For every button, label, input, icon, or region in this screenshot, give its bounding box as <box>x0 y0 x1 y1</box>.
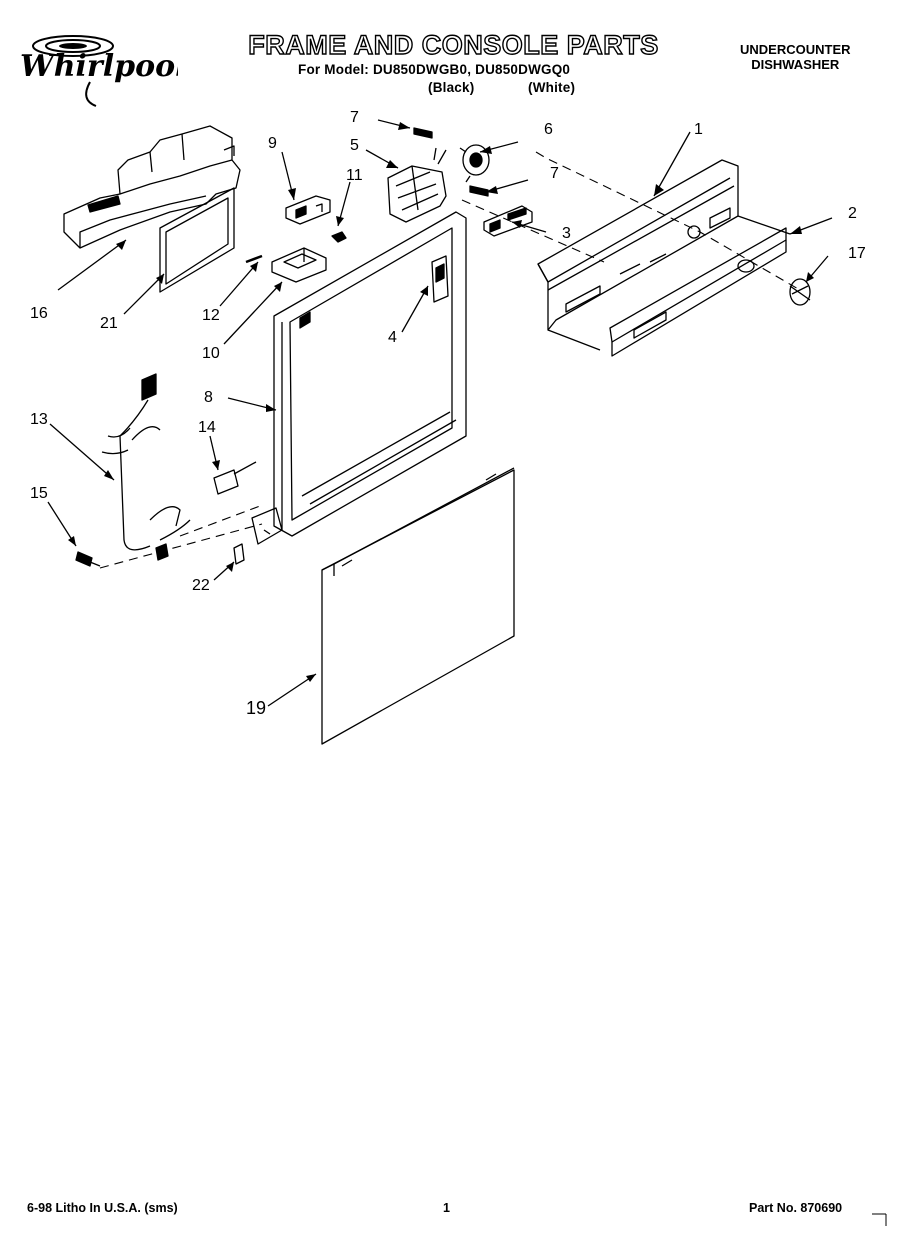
part-19-door-panel <box>321 467 515 745</box>
callout-22: 22 <box>192 577 210 594</box>
part-5-timer <box>387 147 447 223</box>
corner-mark <box>872 1213 887 1226</box>
callout-9: 9 <box>268 135 277 152</box>
part-number: Part No. 870690 <box>749 1201 843 1215</box>
part-9-bracket <box>285 195 331 225</box>
part-15-screw <box>75 551 101 567</box>
callout-7-top: 7 <box>350 109 359 126</box>
part-13-wire-harness <box>101 373 191 561</box>
part-21-panel <box>159 187 235 293</box>
callout-13: 13 <box>30 411 48 428</box>
part-11-clip <box>331 231 347 243</box>
callout-1: 1 <box>694 121 703 138</box>
color-black-label: (Black) <box>428 80 475 95</box>
svg-text:Whirlpool: Whirlpool <box>20 49 178 84</box>
callout-2: 2 <box>848 205 857 222</box>
part-3-switch <box>483 205 533 237</box>
part-2-trim-strip <box>609 227 787 357</box>
callout-21: 21 <box>100 315 118 332</box>
part-12-pin <box>245 254 263 264</box>
page-title: FRAME AND CONSOLE PARTS <box>248 29 659 60</box>
callout-8: 8 <box>204 389 213 406</box>
callout-7-lower: 7 <box>550 165 559 182</box>
callout-19: 19 <box>246 698 266 718</box>
part-7-screw-lower <box>469 185 489 197</box>
part-6-actuator <box>459 144 490 183</box>
part-14-thermostat <box>213 461 257 495</box>
page-number: 1 <box>443 1201 450 1215</box>
product-type-line-1: UNDERCOUNTER <box>740 42 851 57</box>
part-17-knob <box>789 278 811 306</box>
callout-14: 14 <box>198 419 216 436</box>
alignment-lines <box>99 151 801 569</box>
callout-15: 15 <box>30 485 48 502</box>
callout-12: 12 <box>202 307 220 324</box>
callout-6: 6 <box>544 121 553 138</box>
part-22-clip <box>233 543 245 565</box>
callout-3: 3 <box>562 225 571 242</box>
callout-10: 10 <box>202 345 220 362</box>
leader-arrows <box>47 119 833 707</box>
product-type: UNDERCOUNTER DISHWASHER <box>740 42 851 72</box>
print-info: 6-98 Litho In U.S.A. (sms) <box>27 1201 178 1215</box>
part-7-screw-top <box>413 127 433 139</box>
part-4-latch <box>431 255 449 303</box>
arrow-heads <box>68 122 814 682</box>
part-16-console-shroud <box>63 125 241 249</box>
color-white-label: (White) <box>528 80 576 95</box>
whirlpool-logo: Whirlpool <box>20 35 178 107</box>
callout-5: 5 <box>350 137 359 154</box>
callout-16: 16 <box>30 305 48 322</box>
part-1-console-panel <box>537 159 791 351</box>
product-type-line-2: DISHWASHER <box>751 57 840 72</box>
callout-17: 17 <box>848 245 866 262</box>
part-10-housing <box>271 247 327 283</box>
callout-4: 4 <box>388 329 397 346</box>
part-8-door-frame <box>251 211 467 545</box>
model-numbers: For Model: DU850DWGB0, DU850DWGQ0 <box>298 62 571 77</box>
callout-11: 11 <box>346 167 363 184</box>
